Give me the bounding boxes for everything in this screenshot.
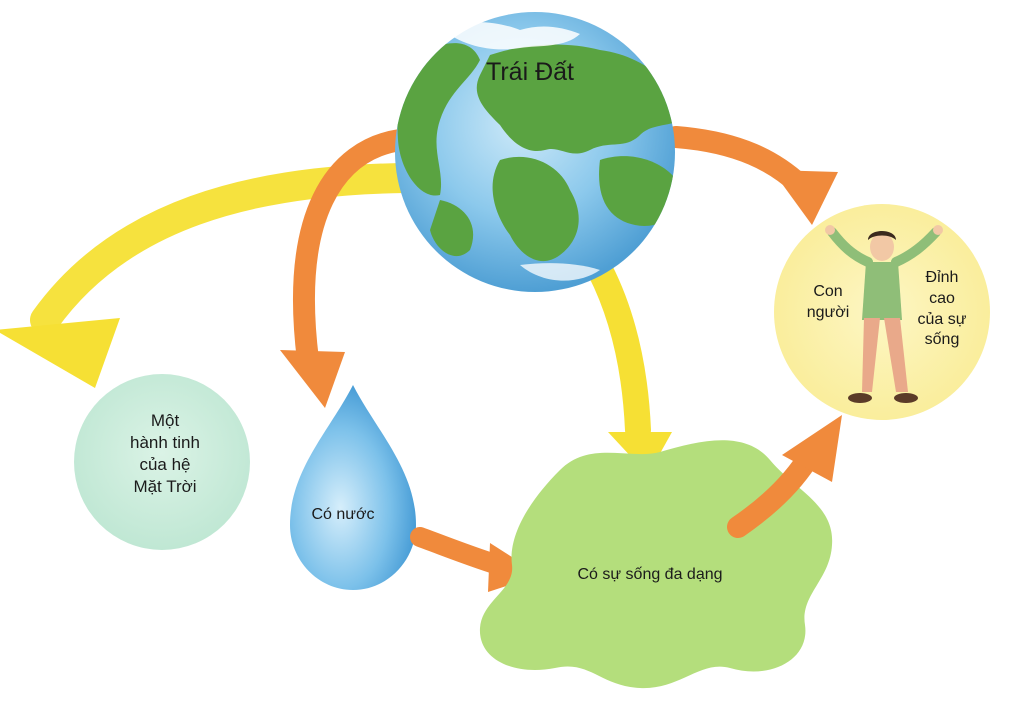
human-peak-line: Đỉnh bbox=[925, 269, 959, 286]
human-peak-line: của sự bbox=[917, 310, 967, 328]
water-drop bbox=[290, 385, 416, 590]
arrow-earth-to-life bbox=[587, 257, 672, 475]
planet-label: Một hành tinh của hệ Mặt Trời bbox=[100, 410, 230, 498]
life-blob bbox=[479, 440, 833, 689]
arrow-earth-to-water bbox=[280, 129, 411, 408]
human-peak-label: Đỉnh cao của sự sống bbox=[904, 268, 980, 351]
water-label: Có nước bbox=[311, 506, 375, 523]
person-figure bbox=[825, 225, 943, 403]
planet-label-line: của hệ bbox=[139, 455, 191, 475]
earth-title: Trái Đất bbox=[486, 58, 574, 86]
human-label-line: người bbox=[806, 303, 850, 321]
arrow-earth-to-planet bbox=[0, 163, 420, 388]
human-peak-line: sống bbox=[924, 331, 960, 349]
planet-label-line: hành tinh bbox=[130, 433, 200, 453]
arrow-earth-to-human bbox=[665, 126, 838, 225]
human-label: Con người bbox=[796, 282, 860, 324]
planet-label-line: Mặt Trời bbox=[133, 477, 197, 497]
human-label-line: Con bbox=[813, 283, 843, 300]
earth-globe bbox=[395, 12, 675, 292]
human-peak-line: cao bbox=[929, 289, 955, 307]
life-label: Có sự sống đa dạng bbox=[577, 566, 723, 583]
planet-node bbox=[74, 374, 250, 550]
planet-label-line: Một bbox=[150, 411, 180, 430]
arrow-life-to-human bbox=[727, 415, 842, 538]
